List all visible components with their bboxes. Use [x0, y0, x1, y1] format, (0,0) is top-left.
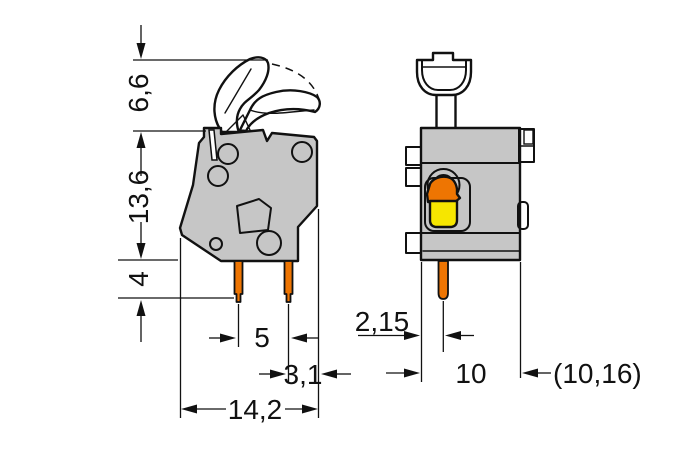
- arrowhead: [404, 331, 420, 340]
- arrowhead: [270, 369, 286, 379]
- arrowhead: [136, 300, 146, 316]
- dimension-annotations: 6,6 13,6 4 5 3,1 14,2 2,15 10 (10,16): [118, 25, 642, 425]
- clamp-unit: [424, 168, 471, 232]
- housing-side: [178, 126, 319, 263]
- mounting-tab-right-bump: [517, 201, 529, 230]
- arrowhead: [321, 369, 337, 379]
- dim-label-pin-to-edge: 3,1: [284, 359, 323, 390]
- lever-closed-position: [213, 56, 270, 134]
- arrowhead: [404, 368, 420, 378]
- arrowhead: [445, 331, 461, 340]
- actuator-stem: [435, 89, 457, 132]
- mounting-tab-left-middle: [405, 167, 422, 187]
- mounting-tab-right-top-notch: [523, 129, 534, 145]
- arrowhead: [136, 132, 146, 148]
- front-view: [405, 51, 535, 300]
- dim-label-pin-offset: 2,15: [355, 306, 410, 337]
- housing-recess: [236, 198, 272, 234]
- actuator-head: [415, 51, 473, 97]
- dim-label-pin-pitch: 5: [254, 322, 270, 353]
- mounting-tab-left-upper: [405, 146, 422, 166]
- dim-label-total-depth: 14,2: [228, 394, 283, 425]
- arrowhead: [220, 333, 236, 343]
- housing-hole: [256, 230, 282, 256]
- dim-label-front-alt-width: (10,16): [553, 358, 642, 389]
- arrowhead: [181, 404, 197, 414]
- housing-hole: [291, 141, 313, 163]
- side-view: [178, 56, 321, 303]
- housing-hole: [207, 165, 229, 187]
- latch-slot: [208, 129, 218, 161]
- solder-pin-side-right: [283, 260, 294, 303]
- lever-open-position: [238, 89, 321, 133]
- arrowhead: [291, 333, 307, 343]
- solder-pin-side-left: [233, 260, 244, 303]
- arrowhead: [522, 368, 538, 378]
- clamp-orange-cap: [425, 175, 462, 204]
- push-button-yellow: [428, 199, 459, 229]
- arrowhead: [136, 243, 146, 259]
- solder-pin-front: [437, 260, 449, 300]
- arrowhead: [302, 404, 318, 414]
- housing-hole: [217, 143, 239, 165]
- dim-label-front-width: 10: [455, 358, 486, 389]
- arrowhead: [136, 43, 146, 59]
- housing-hole: [209, 237, 223, 251]
- dim-label-housing-height: 13,6: [123, 170, 154, 225]
- dim-label-pin-length: 4: [123, 271, 154, 287]
- mounting-tab-left-lower: [405, 232, 422, 254]
- dim-label-lever-height: 6,6: [123, 74, 154, 113]
